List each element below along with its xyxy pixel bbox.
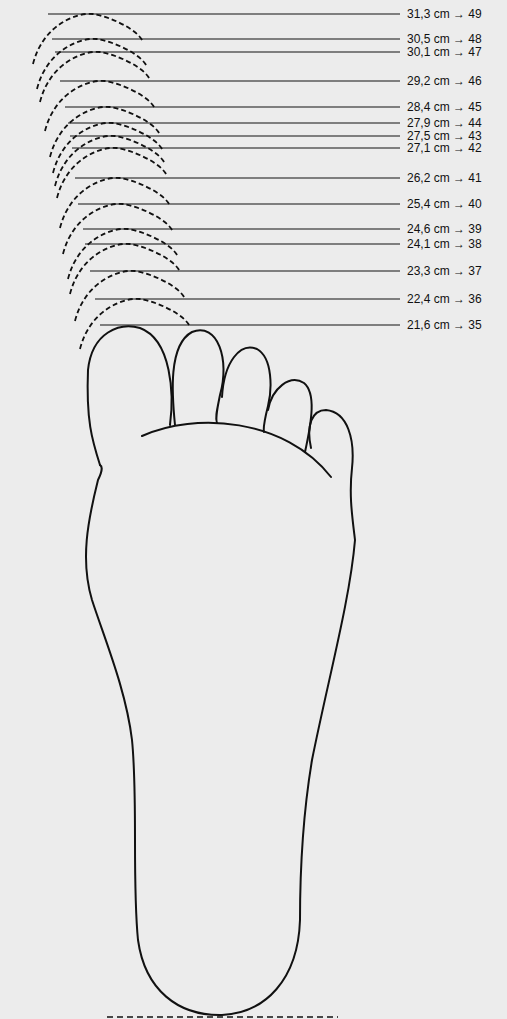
toe-arc: [57, 148, 167, 198]
size-label: 23,3 cm → 37: [404, 265, 482, 278]
size-line: [100, 324, 400, 325]
size-label: 27,9 cm → 44: [404, 117, 482, 130]
size-label: 31,3 cm → 49: [404, 8, 482, 21]
size-line: [55, 51, 400, 52]
size-line: [95, 298, 400, 299]
size-line: [48, 13, 400, 14]
heel-line: [107, 1016, 338, 1018]
size-label: 30,5 cm → 48: [404, 33, 482, 46]
size-label: 29,2 cm → 46: [404, 75, 482, 88]
size-label: 22,4 cm → 36: [404, 293, 482, 306]
size-line: [90, 270, 400, 271]
size-line: [85, 243, 400, 244]
size-label: 25,4 cm → 40: [404, 198, 482, 211]
foot-outline: [86, 326, 355, 1015]
size-line: [52, 38, 400, 39]
toe-arc: [70, 244, 180, 294]
toe-arc: [60, 178, 170, 228]
size-line: [83, 228, 400, 229]
size-label: 27,1 cm → 42: [404, 142, 482, 155]
size-line: [78, 203, 400, 204]
size-label: 24,1 cm → 38: [404, 238, 482, 251]
size-label: 26,2 cm → 41: [404, 172, 482, 185]
size-label: 24,6 cm → 39: [404, 223, 482, 236]
toe-arc: [80, 299, 190, 349]
size-label: 21,6 cm → 35: [404, 319, 482, 332]
toe-arc: [75, 271, 185, 321]
toe-arc: [40, 52, 150, 102]
size-label: 28,4 cm → 45: [404, 101, 482, 114]
size-label: 30,1 cm → 47: [404, 46, 482, 59]
